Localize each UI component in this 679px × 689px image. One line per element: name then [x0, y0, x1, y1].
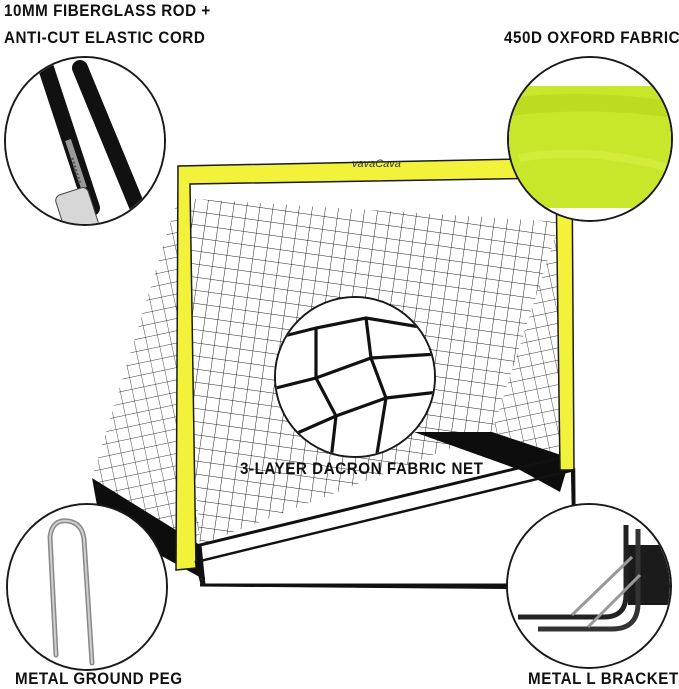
net-closeup-icon [276, 298, 434, 456]
rod-label-line2: ANTI-CUT ELASTIC CORD [4, 29, 206, 47]
fabric-detail-circle [507, 56, 673, 222]
bracket-detail-circle [506, 503, 672, 669]
net-detail-circle [274, 296, 436, 458]
brand-text: vavaCava [352, 158, 401, 170]
fabric-label: 450D OXFORD FABRIC [504, 29, 679, 47]
peg-detail-circle [6, 503, 168, 671]
ground-peg-icon [8, 505, 166, 669]
peg-label: METAL GROUND PEG [15, 670, 183, 688]
oxford-fabric-swatch [509, 58, 671, 220]
fiberglass-rod-icon [6, 58, 164, 224]
rod-detail-circle [4, 56, 166, 226]
rod-label-line1: 10MM FIBERGLASS ROD + [4, 2, 211, 20]
l-bracket-icon [508, 505, 670, 667]
bracket-label: METAL L BRACKET [528, 670, 679, 688]
brand-logo: vavaCava [352, 158, 401, 170]
net-label: 3-LAYER DACRON FABRIC NET [240, 460, 484, 478]
